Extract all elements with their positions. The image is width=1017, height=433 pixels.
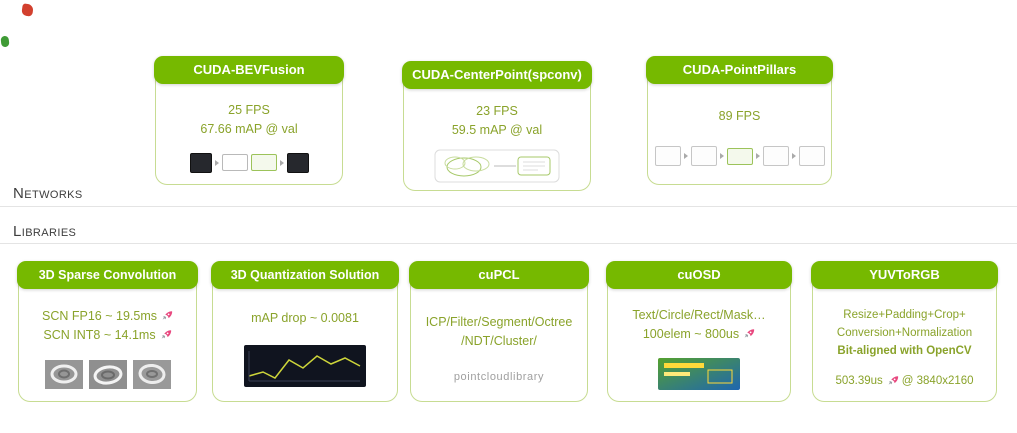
diagram-block-icon xyxy=(726,147,753,165)
feature-map-icon xyxy=(132,359,171,389)
card-body-cuda-bevfusion: 25 FPS 67.66 mAP @ val xyxy=(156,84,342,193)
card-cuda-pointpillars: CUDA-PointPillars 89 FPS xyxy=(646,56,833,185)
feature-list-line: Text/Circle/Rect/Mask… xyxy=(632,308,766,323)
bit-aligned-note: Bit-aligned with OpenCV xyxy=(837,344,972,357)
diagram-block-icon xyxy=(221,154,248,172)
rocket-icon xyxy=(888,375,898,385)
arrow-icon xyxy=(279,159,284,166)
section-label-libraries: Libraries xyxy=(13,223,77,240)
card-body-cuosd: Text/Circle/Rect/Mask… 100elem ~ 800us xyxy=(608,289,790,410)
card-body-cuda-centerpoint: 23 FPS 59.5 mAP @ val xyxy=(404,89,590,199)
metric-row: SCN FP16 ~ 19.5ms xyxy=(42,307,173,326)
rocket-icon xyxy=(161,330,171,339)
red-brush-mark-icon xyxy=(21,3,34,17)
feature-map-icon xyxy=(88,359,127,389)
metric-fps: 23 FPS xyxy=(476,103,518,118)
metric-int8: SCN INT8 ~ 14.1ms xyxy=(43,327,156,342)
card-title-cuda-bevfusion: CUDA-BEVFusion xyxy=(154,56,344,85)
rocket-icon xyxy=(744,329,755,338)
bevfusion-architecture-thumbnail xyxy=(189,152,309,173)
pointpillars-architecture-thumbnail xyxy=(654,146,825,167)
metric-fp16: SCN FP16 ~ 19.5ms xyxy=(42,309,157,324)
feature-map-icon xyxy=(44,359,83,389)
metrics-group: SCN FP16 ~ 19.5ms SCN INT8 ~ 14.1ms xyxy=(42,307,173,345)
section-divider xyxy=(0,243,1017,244)
metric-row: 100elem ~ 800us xyxy=(643,325,755,344)
feature-list-line: /NDT/Cluster/ xyxy=(461,333,537,348)
feature-list-line: ICP/Filter/Segment/Octree xyxy=(425,314,573,329)
diagram-block-icon xyxy=(798,146,825,167)
metrics-group: 23 FPS 59.5 mAP @ val xyxy=(452,102,542,140)
arrow-icon xyxy=(214,159,219,166)
centerpoint-architecture-thumbnail xyxy=(434,149,560,183)
metric-row: SCN INT8 ~ 14.1ms xyxy=(43,326,171,345)
metric-fps: 89 FPS xyxy=(718,109,761,124)
card-3d-sparse-convolution: 3D Sparse Convolution SCN FP16 ~ 19.5ms … xyxy=(17,261,198,402)
feature-list-line: Resize+Padding+Crop+ xyxy=(843,308,966,321)
diagram-block-icon xyxy=(690,146,717,167)
arrow-icon xyxy=(683,153,688,160)
card-cuda-centerpoint: CUDA-CenterPoint(spconv) 23 FPS 59.5 mAP… xyxy=(402,61,592,191)
card-cupcl: cuPCL ICP/Filter/Segment/Octree /NDT/Clu… xyxy=(409,261,589,402)
card-title-cupcl: cuPCL xyxy=(409,261,589,290)
green-brush-mark-icon xyxy=(0,35,10,48)
card-body-yuvtorgb: Resize+Padding+Crop+ Conversion+Normaliz… xyxy=(813,289,996,410)
metric-fps: 25 FPS xyxy=(228,103,270,118)
card-body-3d-quantization-solution: mAP drop ~ 0.0081 xyxy=(213,289,397,410)
rocket-icon xyxy=(162,311,173,320)
feature-list-line: Conversion+Normalization xyxy=(836,326,973,339)
arrow-icon xyxy=(791,153,796,160)
card-title-cuda-pointpillars: CUDA-PointPillars xyxy=(646,56,833,85)
card-title-cuda-centerpoint: CUDA-CenterPoint(spconv) xyxy=(402,61,592,90)
card-title-3d-sparse-convolution: 3D Sparse Convolution xyxy=(17,261,198,290)
card-body-3d-sparse-convolution: SCN FP16 ~ 19.5ms SCN INT8 ~ 14.1ms xyxy=(19,289,196,410)
card-yuvtorgb: YUVToRGB Resize+Padding+Crop+ Conversion… xyxy=(811,261,998,402)
diagram-block-icon xyxy=(762,146,789,167)
card-cuda-bevfusion: CUDA-BEVFusion 25 FPS 67.66 mAP @ val xyxy=(154,56,344,185)
card-body-cupcl: ICP/Filter/Segment/Octree /NDT/Cluster/ … xyxy=(411,289,587,410)
metric-map: 59.5 mAP @ val xyxy=(451,122,543,137)
section-label-networks: Networks xyxy=(13,185,83,202)
pointcloudlibrary-logo: pointcloudlibrary xyxy=(453,370,545,383)
card-cuosd: cuOSD Text/Circle/Rect/Mask… 100elem ~ 8… xyxy=(606,261,792,402)
card-title-3d-quantization-solution: 3D Quantization Solution xyxy=(211,261,399,290)
metric-resolution: @ 3840x2160 xyxy=(901,375,974,387)
metrics-group: Text/Circle/Rect/Mask… 100elem ~ 800us xyxy=(632,306,765,344)
metric-map: 67.66 mAP @ val xyxy=(200,121,298,136)
metrics-group: ICP/Filter/Segment/Octree /NDT/Cluster/ xyxy=(426,313,573,351)
diagram-block-icon xyxy=(189,152,212,173)
metric-elem-perf: 100elem ~ 800us xyxy=(642,326,740,341)
diagram-block-icon xyxy=(286,152,309,173)
metrics-group: 25 FPS 67.66 mAP @ val xyxy=(200,101,297,139)
card-title-cuosd: cuOSD xyxy=(606,261,792,290)
sparse-conv-feature-thumbnails xyxy=(44,359,171,389)
quantization-curve-thumbnail xyxy=(244,344,366,387)
arrow-icon xyxy=(719,153,724,160)
metric-latency: 503.39us xyxy=(835,375,883,387)
arrow-icon xyxy=(755,153,760,160)
cuosd-demo-thumbnail xyxy=(658,357,740,390)
diagram-block-icon xyxy=(654,146,681,167)
card-title-yuvtorgb: YUVToRGB xyxy=(811,261,998,290)
diagram-block-icon xyxy=(250,154,277,172)
card-3d-quantization-solution: 3D Quantization Solution mAP drop ~ 0.00… xyxy=(211,261,399,402)
metric-map-drop: mAP drop ~ 0.0081 xyxy=(251,311,359,326)
section-divider xyxy=(0,206,1017,207)
metric-row: 503.39us @ 3840x2160 xyxy=(835,373,973,389)
card-body-cuda-pointpillars: 89 FPS xyxy=(648,84,831,193)
